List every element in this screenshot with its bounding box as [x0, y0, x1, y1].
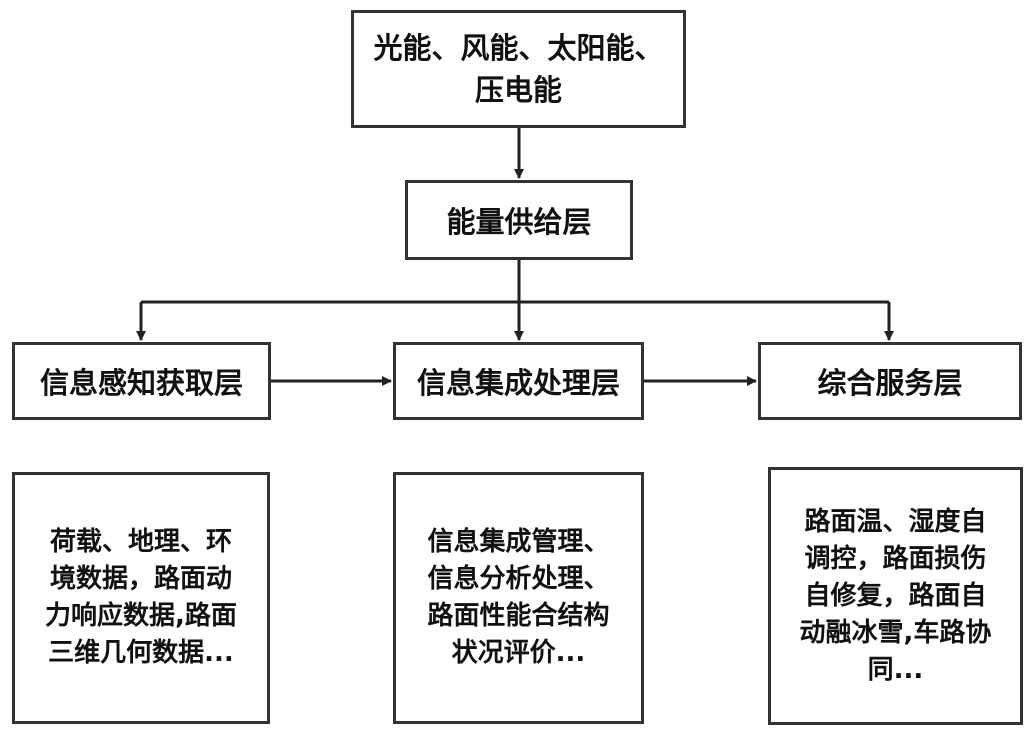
energy-sources-line-1: 光能、风能、太阳能、 [373, 31, 664, 65]
service-description-box: 路面温、湿度自 调控，路面损伤 自修复，路面自 动融冰雪,车路协 同... [768, 467, 1023, 725]
processing-description-line: 状况评价... [451, 638, 586, 668]
processing-description-box: 信息集成管理、 信息分析处理、 路面性能合结构 状况评价... [393, 472, 644, 724]
perception-layer-box: 信息感知获取层 [12, 342, 271, 420]
perception-description-line: 力响应数据,路面 [45, 601, 237, 631]
energy-supply-layer-label: 能量供给层 [446, 205, 592, 239]
perception-description-line: 荷载、地理、环 [49, 527, 232, 557]
processing-description-line: 信息集成管理、 [427, 527, 610, 557]
energy-sources-box: 光能、风能、太阳能、 压电能 [351, 10, 686, 128]
processing-description-line: 路面性能合结构 [427, 601, 610, 631]
perception-description-box: 荷载、地理、环 境数据，路面动 力响应数据,路面 三维几何数据... [12, 472, 270, 724]
energy-supply-layer-box: 能量供给层 [405, 180, 633, 260]
perception-description-line: 三维几何数据... [48, 638, 234, 668]
processing-layer-label: 信息集成处理层 [416, 366, 620, 400]
perception-layer-label: 信息感知获取层 [39, 366, 243, 400]
service-description-line: 调控，路面损伤 [804, 543, 987, 574]
processing-description-line: 信息分析处理、 [427, 564, 610, 594]
service-description-line: 路面温、湿度自 [804, 506, 987, 537]
processing-layer-box: 信息集成处理层 [393, 342, 644, 420]
service-description-line: 同... [867, 654, 924, 685]
energy-sources-line-2: 压电能 [474, 73, 562, 107]
service-description-line: 动融冰雪,车路协 [799, 617, 992, 648]
perception-description-line: 境数据，路面动 [49, 564, 232, 594]
service-layer-box: 综合服务层 [758, 342, 1022, 420]
service-layer-label: 综合服务层 [817, 366, 963, 400]
service-description-line: 自修复，路面自 [804, 580, 987, 611]
